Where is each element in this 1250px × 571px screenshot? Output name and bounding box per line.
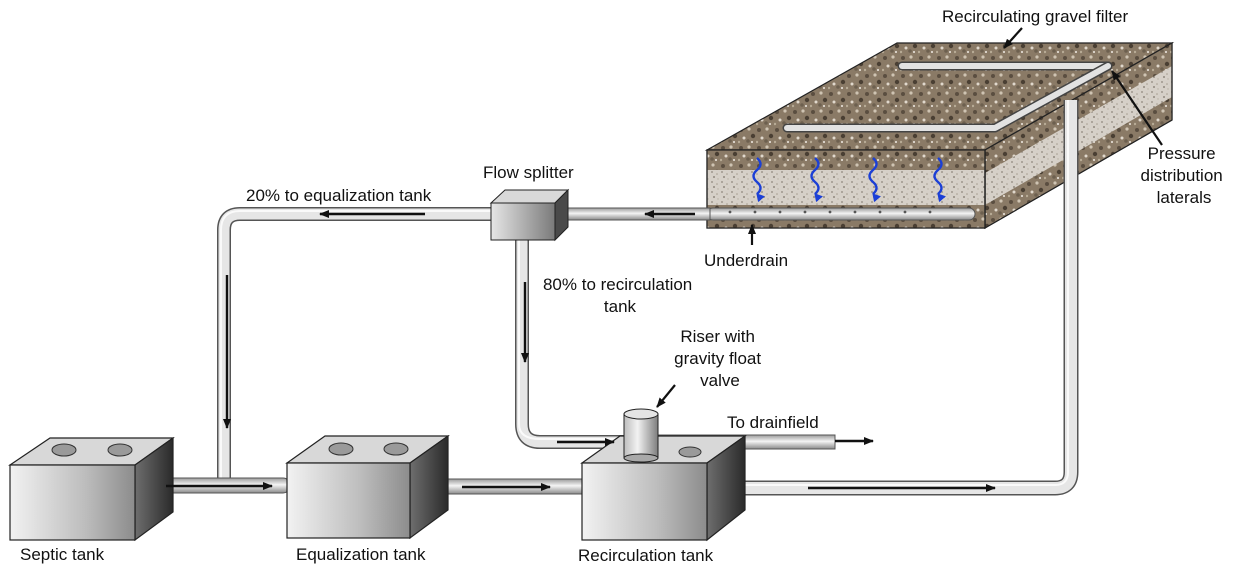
label-to-drainfield: To drainfield <box>727 413 819 432</box>
label-80-percent-to-recirculation: 80% to recirculation tank <box>543 275 697 316</box>
label-20-percent-to-equalization: 20% to equalization tank <box>246 186 432 205</box>
label-septic-tank: Septic tank <box>20 545 105 564</box>
leader-pressure-laterals <box>1111 70 1163 146</box>
tank-access-port <box>107 443 133 457</box>
flow-arrows <box>166 210 996 492</box>
label-recirculation-tank: Recirculation tank <box>578 546 714 565</box>
gravel-filter <box>704 41 1175 230</box>
tank-access-port <box>383 442 409 456</box>
water-flow-icon <box>752 157 765 203</box>
recirculation-tank <box>580 434 747 542</box>
label-pressure-distribution-laterals: Pressure distribution laterals <box>1141 144 1228 207</box>
water-flow-icon <box>933 157 946 203</box>
water-flow-icon <box>868 157 881 203</box>
label-flow-splitter: Flow splitter <box>483 163 574 182</box>
tank-access-port <box>328 442 354 456</box>
label-riser-with-gravity-float-valve: Riser with gravity float valve <box>674 327 766 390</box>
underdrain-pipe <box>706 207 976 221</box>
riser-gravity-float-valve <box>623 408 659 463</box>
tank-access-port <box>678 446 702 458</box>
label-underdrain: Underdrain <box>704 251 788 270</box>
tank-access-port <box>51 443 77 457</box>
label-equalization-tank: Equalization tank <box>296 545 426 564</box>
pipe-to-recirculation <box>515 232 625 449</box>
label-leaders <box>656 27 1163 408</box>
label-recirculating-gravel-filter: Recirculating gravel filter <box>942 7 1128 26</box>
leader-riser <box>656 384 676 408</box>
water-flow-icon <box>810 157 823 203</box>
flow-splitter <box>489 188 570 242</box>
leader-gravel-filter <box>1003 27 1023 49</box>
equalization-tank <box>285 434 450 540</box>
septic-tank <box>8 436 175 542</box>
